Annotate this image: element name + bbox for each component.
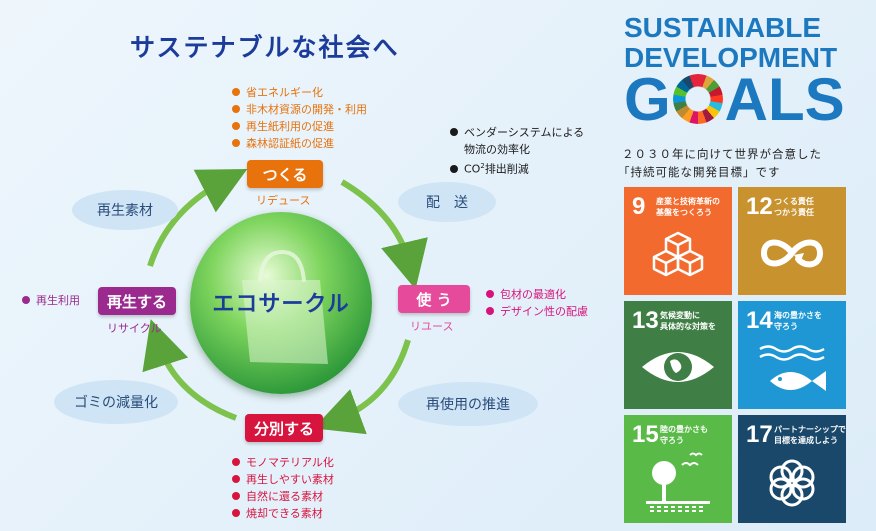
sdg-desc-2: 「持続可能な開発目標」です (618, 165, 781, 179)
sdg-tile-12: 12 つくる責任つかう責任 (738, 187, 846, 295)
center-label: エコサークル (212, 292, 350, 317)
eco-circle: エコサークル (190, 212, 372, 394)
arrow-recycle-to-make (147, 168, 248, 267)
phase-make-sub: リデュース (256, 194, 311, 207)
list-item: 再生紙利用の促進 (232, 118, 367, 135)
arrow-use-to-sort (313, 339, 411, 435)
use-list: 包材の最適化 デザイン性の配慮 (486, 286, 588, 320)
sdg-als-letters: ALS (724, 66, 845, 133)
list-item: 森林認証紙の促進 (232, 135, 367, 152)
recycle-list: 再生利用 (22, 292, 80, 309)
flower-icon (769, 459, 815, 507)
phase-use: 使 う (398, 285, 470, 313)
phase-sort: 分別する (245, 414, 323, 442)
cloud-recycled-material: 再生素材 (72, 190, 178, 230)
phase-make: つくる (247, 160, 323, 188)
make-list: 省エネルギー化 非木材資源の開発・利用 再生紙利用の促進 森林認証紙の促進 (232, 84, 367, 152)
shopping-bag-icon (242, 249, 328, 364)
sdg-tile-14: 14 海の豊かさを守ろう (738, 301, 846, 409)
fish-icon (759, 345, 826, 391)
tree-icon (646, 452, 710, 512)
list-item: 包材の最適化 (486, 286, 588, 303)
infinity-icon (760, 239, 824, 268)
sdg-tile-17: 17 パートナーシップで目標を達成しよう (738, 415, 846, 523)
list-item: 自然に還る素材 (232, 488, 334, 505)
phase-recycle-sub: リサイクル (107, 322, 162, 335)
arrow-sort-to-recycle (142, 319, 238, 421)
list-item: 省エネルギー化 (232, 84, 367, 101)
list-item: 非木材資源の開発・利用 (232, 101, 367, 118)
sdg-desc-1: ２０３０年に向けて世界が合意した (622, 147, 822, 161)
sdg-wheel-icon (672, 74, 723, 124)
sort-list: モノマテリアル化 再生しやすい素材 自然に還る素材 焼却できる素材 (232, 454, 334, 522)
eye-globe-icon (642, 352, 714, 382)
sdg-tile-15: 15 陸の豊かさも守ろう (624, 415, 732, 523)
cubes-icon (652, 231, 704, 277)
cloud-delivery: 配 送 (398, 182, 496, 222)
sdg-g-letter: G (624, 66, 671, 133)
delivery-list: ベンダーシステムによる 物流の効率化 CO2排出削減 (450, 124, 584, 178)
phase-use-sub: リユース (410, 320, 454, 333)
sdg-line-1: SUSTAINABLE (624, 12, 822, 43)
sdg-line-2: DEVELOPMENT (624, 42, 838, 73)
list-item: 焼却できる素材 (232, 505, 334, 522)
list-item: 再生利用 (22, 292, 80, 309)
list-item: デザイン性の配慮 (486, 303, 588, 320)
list-item: 再生しやすい素材 (232, 471, 334, 488)
cloud-reuse-promotion: 再使用の推進 (398, 382, 538, 426)
phase-recycle: 再生する (98, 287, 176, 315)
sdg-tile-13: 13 気候変動に具体的な対策を (624, 301, 732, 409)
list-item: モノマテリアル化 (232, 454, 334, 471)
cloud-waste-reduction: ゴミの減量化 (54, 380, 178, 424)
page-title: サステナブルな社会へ (130, 33, 400, 62)
arrow-make-to-use (340, 179, 428, 290)
sdg-tile-9: 9 産業と技術革新の基盤をつくろう (624, 187, 732, 295)
